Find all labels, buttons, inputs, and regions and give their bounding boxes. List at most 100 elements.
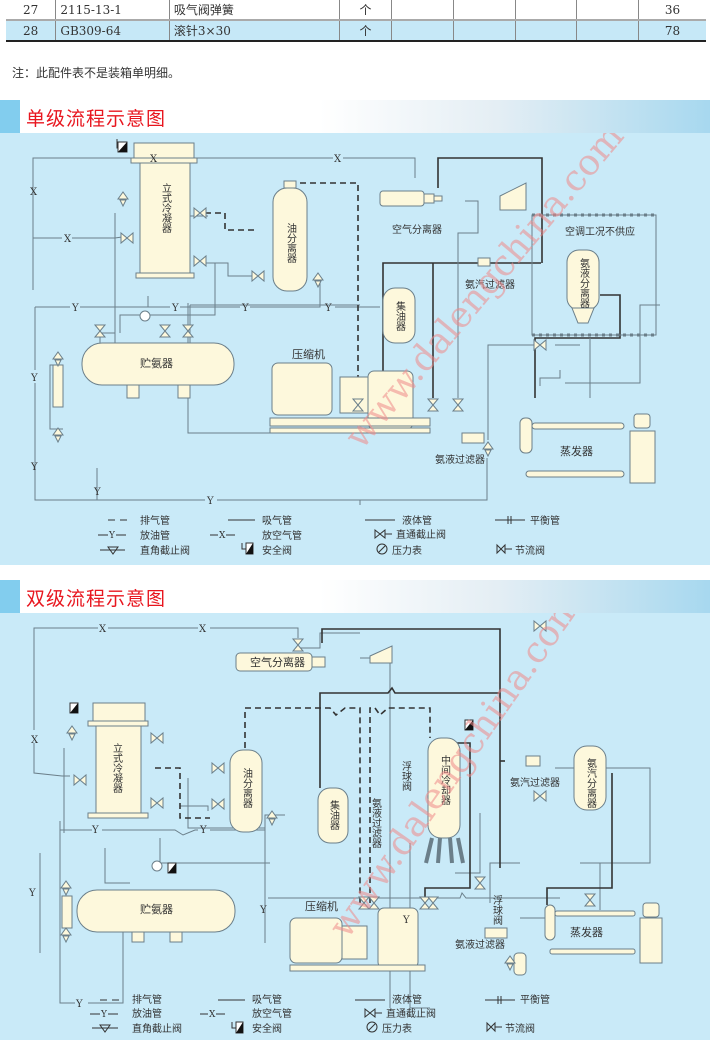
vapor-separator-label: 氨汽分离器 xyxy=(585,757,597,809)
y-marker: Y xyxy=(199,825,207,836)
legend-single: Y X 排气管 吸气管 液体管 平衡管 放油管 放空气管 直通截止阀 直角截止阀… xyxy=(0,505,710,565)
table-row: 27 2115-13-1 吸气阀弹簧 个 36 xyxy=(6,0,706,21)
safety-valve-fill xyxy=(246,543,253,554)
air-separator-label: 空气分离器 xyxy=(392,223,442,236)
header-accent-bar xyxy=(0,100,20,133)
receiver-label: 贮氨器 xyxy=(140,357,173,370)
angle-valve-icon xyxy=(266,810,278,826)
y-marker: Y xyxy=(30,373,38,384)
angle-valve-icon xyxy=(312,272,324,288)
pipe-markers: X X X Y Y Y Y Y Y xyxy=(28,624,410,1010)
y-marker: Y xyxy=(93,487,101,498)
valve-icon xyxy=(533,790,547,802)
suction-line xyxy=(437,157,543,263)
liquid-separator-label: 氨液分离器 xyxy=(578,257,590,309)
y-marker: Y xyxy=(171,303,179,314)
valve-icon xyxy=(94,324,106,338)
header-accent-bar xyxy=(0,580,20,613)
legend-label: 直角截止阀 xyxy=(140,544,190,557)
row-empty xyxy=(514,0,577,21)
legend-label: 直角截止阀 xyxy=(132,1022,182,1035)
liquid-separator xyxy=(566,249,600,324)
valve-icon xyxy=(159,324,171,338)
legend-label: 吸气管 xyxy=(252,993,282,1006)
y-marker: Y xyxy=(206,496,214,507)
legend-label: 平衡管 xyxy=(530,514,560,527)
compressor xyxy=(289,907,426,972)
valve-icon xyxy=(584,893,596,907)
valve-icon xyxy=(120,232,134,244)
oil-separator xyxy=(229,749,263,833)
x-marker: X xyxy=(31,735,39,746)
compressor xyxy=(269,362,431,434)
liquid-filter xyxy=(461,432,485,444)
vapor-filter-label: 氨汽过滤器 xyxy=(510,776,560,789)
angle-valve-icon xyxy=(482,441,494,457)
row-name: 滚针3×30 xyxy=(168,20,340,42)
suction-line xyxy=(534,294,621,398)
legend-label: 排气管 xyxy=(140,514,170,527)
vertical-condenser xyxy=(130,142,198,279)
legend-x-mark: X xyxy=(219,531,226,541)
legend-x-mark: X xyxy=(209,1010,216,1020)
legend-label: 节流阀 xyxy=(505,1022,535,1035)
straight-stop-valve-symbol xyxy=(374,528,386,540)
section-title: 单级流程示意图 xyxy=(26,108,167,130)
air-vent-line xyxy=(343,157,416,178)
oil-drain-line xyxy=(34,383,205,501)
condenser-label: 立式冷凝器 xyxy=(160,182,172,234)
oil-collector-label: 集油器 xyxy=(394,300,406,332)
angle-valve-icon xyxy=(60,927,72,943)
compressor-label: 压缩机 xyxy=(305,899,338,913)
valve-icon xyxy=(211,798,225,810)
angle-valve-icon xyxy=(52,351,64,367)
straight-stop-valve-symbol xyxy=(364,1007,376,1019)
intercooler xyxy=(424,737,465,864)
oil-separator-label: 油分离器 xyxy=(241,767,253,809)
oil-separator xyxy=(272,180,308,292)
y-marker: Y xyxy=(259,905,267,916)
legend-label: 液体管 xyxy=(402,514,432,527)
section-title: 双级流程示意图 xyxy=(26,588,167,610)
air-vent-line xyxy=(32,193,62,239)
legend-label: 排气管 xyxy=(132,993,162,1006)
legend-svg: Y X 排气管 吸气管 液体管 平衡管 放油管 放空气管 直通截止阀 直角截止阀… xyxy=(98,514,560,557)
valve-icon xyxy=(533,339,547,351)
row-empty xyxy=(391,0,454,21)
section-header-single: 单级流程示意图 xyxy=(0,100,710,133)
evaporator xyxy=(519,413,656,484)
y-marker: Y xyxy=(402,915,410,926)
pressure-gauge-symbol xyxy=(376,543,388,555)
condenser-label: 立式冷凝器 xyxy=(111,742,123,794)
two-stage-diagram: 立式冷凝器 空气分离器 油分离器 集油器 中间冷却器 浮球阀 氨液过滤器 氨汽过… xyxy=(0,586,710,1040)
oil-collector xyxy=(382,287,416,344)
parts-table: 27 2115-13-1 吸气阀弹簧 个 36 28 GB309-64 滚针3×… xyxy=(6,0,706,42)
valve-icon xyxy=(73,774,87,786)
legend-label: 液体管 xyxy=(392,993,422,1006)
safety-valve-icon xyxy=(69,702,79,714)
vapor-filter xyxy=(477,257,491,267)
row-code: 2115-13-1 xyxy=(55,0,170,21)
single-stage-diagram: 空调工况不供应 立式冷凝器 油分离器 空气分离器 集油器 氨汽过滤器 氨液分离器 xyxy=(0,116,710,565)
liquid-filter-label: 氨液过滤器 xyxy=(435,453,485,466)
legend-label: 直通截止阀 xyxy=(386,1007,436,1020)
legend-label: 放油管 xyxy=(132,1007,162,1020)
y-marker: Y xyxy=(91,825,99,836)
valve-icon xyxy=(474,876,486,890)
valve-icon xyxy=(211,762,225,774)
valve-icon xyxy=(452,398,464,412)
legend-label: 吸气管 xyxy=(262,514,292,527)
vapor-separator xyxy=(573,745,607,811)
legend-label: 放油管 xyxy=(140,529,170,542)
x-marker: X xyxy=(334,154,342,165)
row-code: GB309-64 xyxy=(55,20,170,42)
oil-drain-line xyxy=(250,281,321,308)
oil-collector xyxy=(317,787,349,844)
legend-label: 放空气管 xyxy=(252,1007,292,1020)
y-marker: Y xyxy=(75,999,83,1010)
air-separator-label: 空气分离器 xyxy=(250,655,305,669)
row-qty: 78 xyxy=(637,20,706,42)
throttle-valve-symbol xyxy=(496,543,512,555)
ac-note-label: 空调工况不供应 xyxy=(565,225,635,238)
safety-valve-icon xyxy=(464,719,474,731)
